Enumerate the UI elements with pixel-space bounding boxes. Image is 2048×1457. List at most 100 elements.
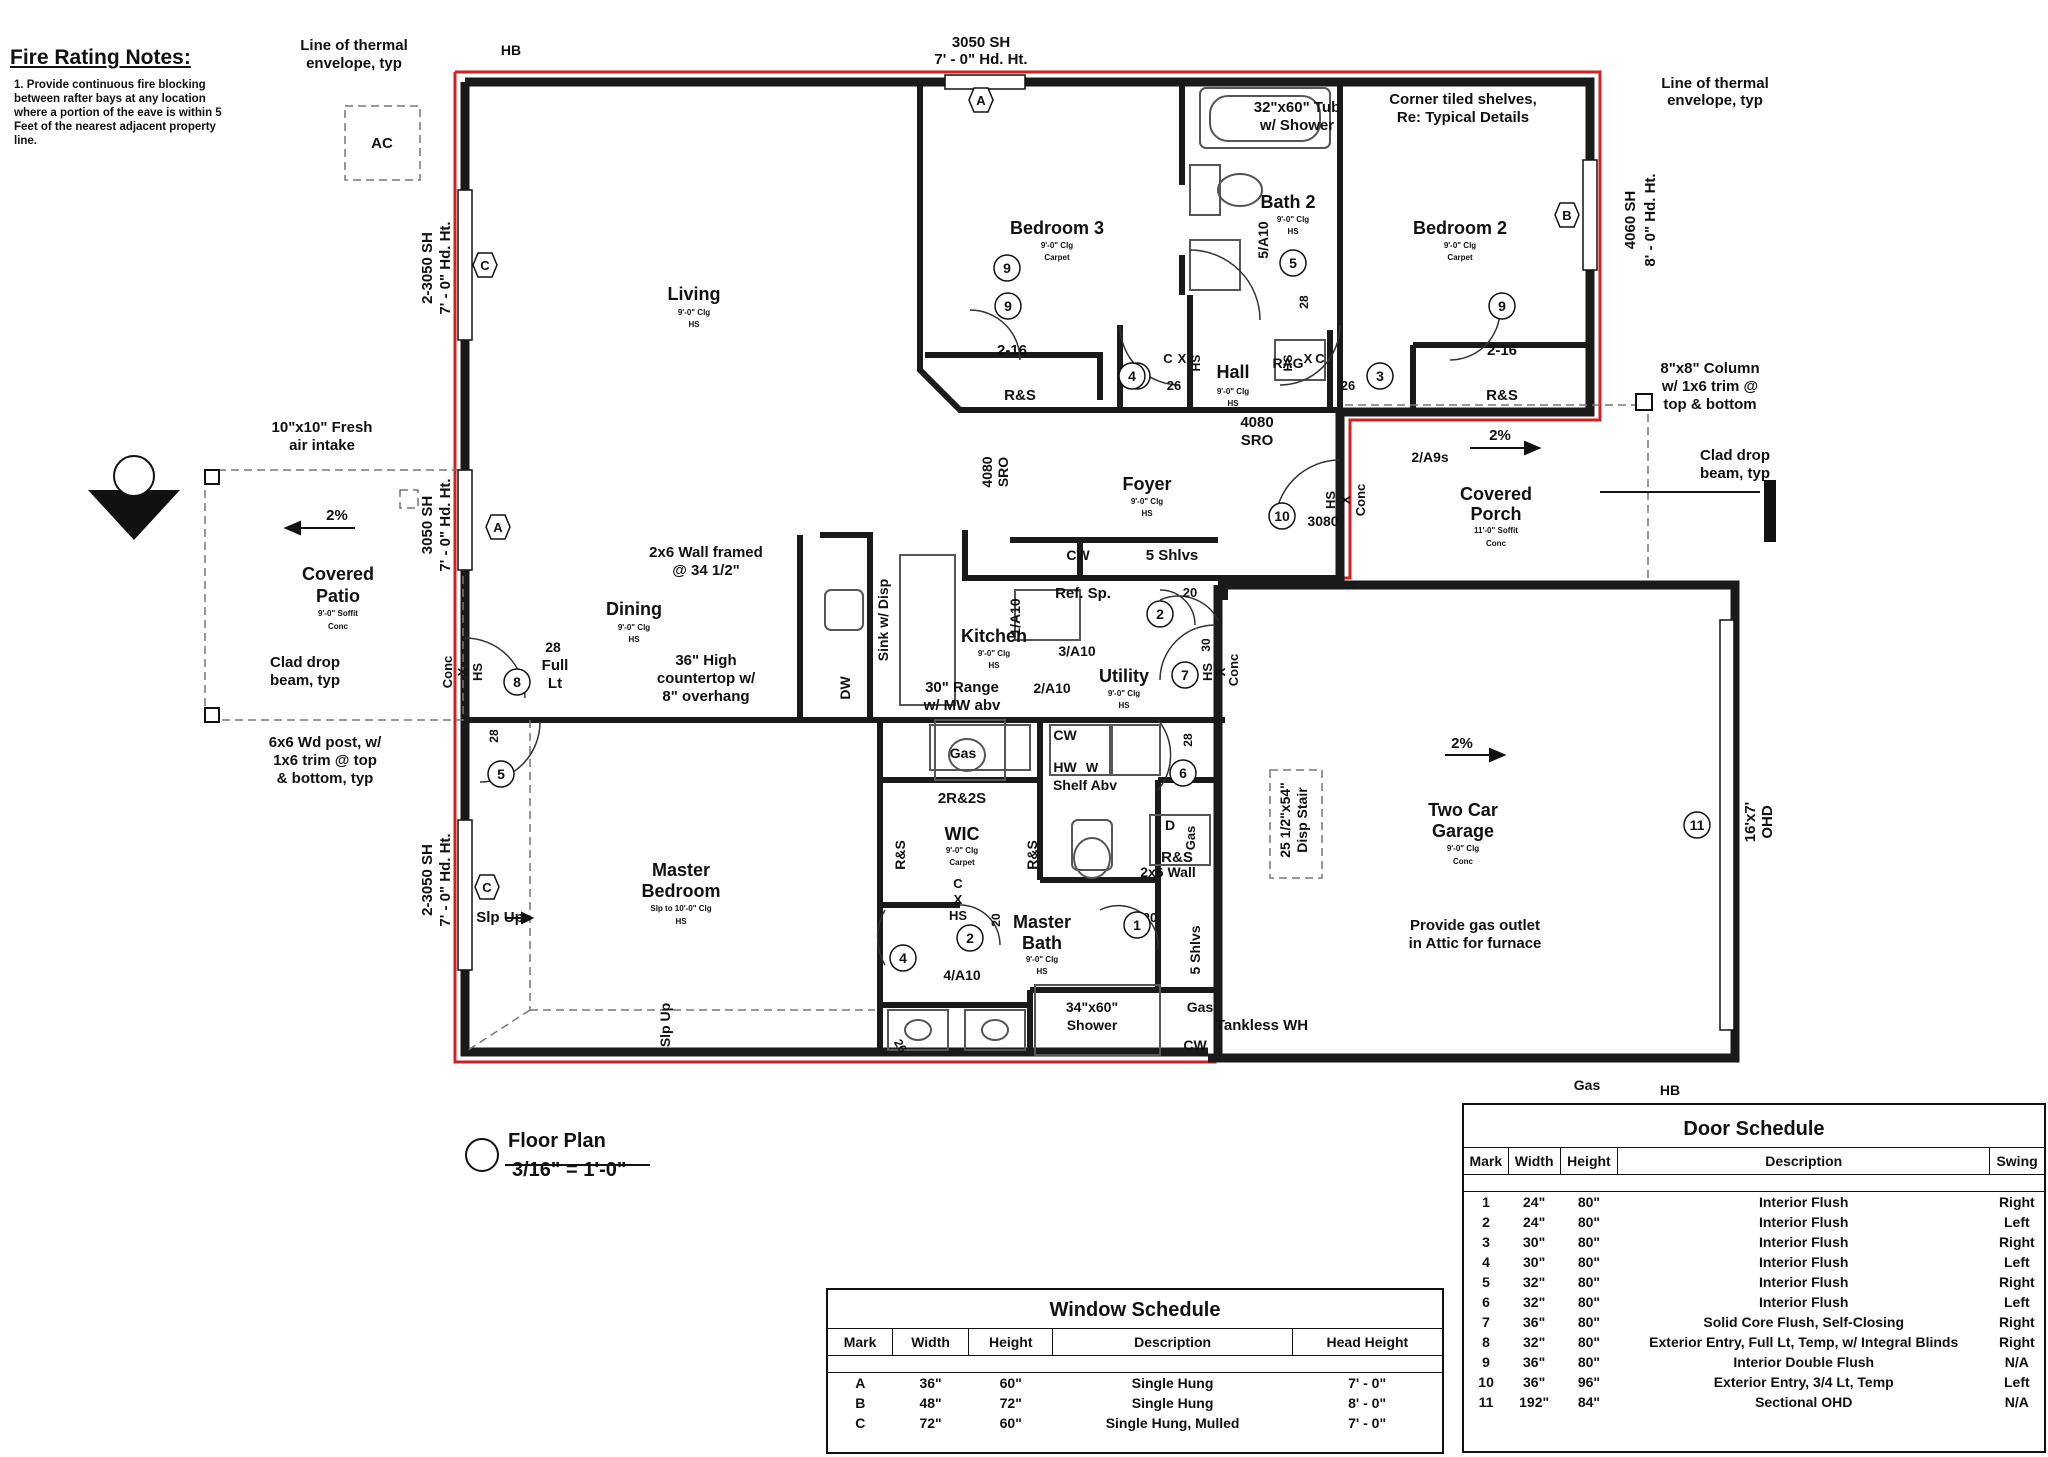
window-mark-letter: A xyxy=(493,520,503,535)
label-annotations-slp-up: Slp Up xyxy=(657,1003,673,1047)
label-annotations-n28: 28 xyxy=(487,729,501,743)
label-annotations-cw: CW xyxy=(1183,1037,1207,1053)
label-annotations-two-16: 2-16 xyxy=(997,342,1027,359)
label-annotations-slope: 2% xyxy=(326,507,348,524)
label-annotations-x: X xyxy=(455,667,470,676)
label-annotations-tankless: Tankless WH xyxy=(1216,1017,1308,1034)
label-annotations-n26: 26 xyxy=(891,1037,910,1056)
window-mark-hex xyxy=(474,874,500,900)
label-rooms-garage-floor: Conc xyxy=(1453,857,1474,866)
fire-notes-heading: Fire Rating Notes: xyxy=(10,46,191,69)
window-schedule-cell: 36" xyxy=(919,1374,942,1391)
label-rooms-bedroom2-name: Bedroom 2 xyxy=(1413,218,1507,238)
door-schedule-cell: 80" xyxy=(1577,1353,1601,1370)
label-rooms-foyer-floor: HS xyxy=(1141,509,1153,518)
label-annotations-counter-1: 36" High xyxy=(675,652,736,669)
door-schedule-cell: 80" xyxy=(1577,1273,1601,1290)
door-mark-2-fridge xyxy=(1146,600,1174,628)
door-schedule-cell: 80" xyxy=(1577,1313,1601,1330)
door-schedule-cell: 84" xyxy=(1577,1393,1601,1410)
label-annotations-tub-2: w/ Shower xyxy=(1259,117,1334,134)
label-annotations-w4080: 4080 xyxy=(979,456,995,487)
label-annotations-slp-up: Slp Up xyxy=(476,909,524,926)
label-annotations-x: X xyxy=(1338,495,1353,504)
door-mark-9 xyxy=(994,292,1022,320)
label-annotations-sro: SRO xyxy=(995,457,1011,487)
label-rooms-dining-name: Dining xyxy=(606,599,662,619)
door-mark-9-bedroom3 xyxy=(993,254,1021,282)
door-mark-10-text: 10 xyxy=(1274,508,1290,524)
door-schedule-cell: 30" xyxy=(1523,1233,1546,1250)
door-schedule-cell: 6 xyxy=(1482,1293,1490,1310)
exterior-walls xyxy=(460,77,1740,1063)
label-rooms-foyer-name: Foyer xyxy=(1122,474,1171,494)
door-mark-3 xyxy=(1366,362,1394,390)
window-schedule-cell: 60" xyxy=(999,1414,1022,1431)
door-mark-8 xyxy=(503,668,531,696)
label-rooms-utility-floor: HS xyxy=(1118,701,1130,710)
door-mark-6-text: 6 xyxy=(1179,765,1187,781)
label-rooms-utility-name: Utility xyxy=(1099,666,1149,686)
label-rooms-utility-ceiling: 9'-0" Clg xyxy=(1108,689,1140,698)
label-annotations-column-2: w/ 1x6 trim @ xyxy=(1661,378,1758,395)
label-annotations-win-mid-1: 3050 SH xyxy=(419,496,436,554)
window-mark-hex xyxy=(968,87,994,113)
door-schedule-cell: 24" xyxy=(1523,1193,1546,1210)
window-schedule-cell: 48" xyxy=(919,1394,942,1411)
label-rooms-wic-ceiling: 9'-0" Clg xyxy=(946,846,978,855)
window-schedule-header-0: Mark xyxy=(828,1328,894,1356)
label-annotations-five-shlvs: 5 Shlvs xyxy=(1187,925,1203,974)
label-annotations-conc: Conc xyxy=(1353,484,1368,517)
door-schedule-cell: 80" xyxy=(1577,1193,1601,1210)
door-mark-5 xyxy=(487,760,515,788)
door-schedule-cell: Interior Flush xyxy=(1758,1193,1849,1210)
label-annotations-hb: HB xyxy=(1660,1082,1680,1098)
label-annotations-ref-2-a10: 2/A10 xyxy=(1033,680,1071,696)
label-rooms-master-bath-name2: Bath xyxy=(1022,933,1062,953)
label-annotations-ref-5-a10: 5/A10 xyxy=(1255,221,1271,259)
door-schedule-cell: 32" xyxy=(1523,1333,1546,1350)
window-mark-hex xyxy=(472,252,498,278)
label-annotations-ohd-2: OHD xyxy=(1759,805,1776,839)
door-schedule-cell: 1 xyxy=(1482,1193,1490,1210)
window-mark-hex xyxy=(485,514,511,540)
door-mark-2-text: 2 xyxy=(966,930,974,946)
door-mark-4-wic-text: 4 xyxy=(899,950,907,966)
label-rooms-bedroom3-floor: Carpet xyxy=(1044,253,1070,262)
label-rooms-bath2-name: Bath 2 xyxy=(1260,192,1315,212)
label-annotations-d3080: 3080 xyxy=(1307,513,1338,529)
label-rooms-master-bedroom-ceiling: Slp to 10'-0" Clg xyxy=(650,904,711,913)
label-annotations-column-3: top & bottom xyxy=(1663,396,1756,413)
label-annotations-win-left-2: 7' - 0" Hd. Ht. xyxy=(437,221,454,314)
window-schedule-cell: B xyxy=(855,1394,866,1411)
door-mark-6 xyxy=(1169,759,1197,787)
door-mark-9-bedroom3-text: 9 xyxy=(1003,260,1011,276)
door-mark-4-wic xyxy=(889,944,917,972)
label-annotations-post-1: 6x6 Wd post, w/ xyxy=(269,734,382,751)
label-annotations-thermal-2: envelope, typ xyxy=(1667,92,1763,109)
label-annotations-ref-2-a9s: 2/A9s xyxy=(1411,449,1449,465)
label-annotations-hs: HS xyxy=(1323,491,1338,509)
label-annotations-full-lt-1: Full xyxy=(542,657,569,674)
door-mark-9-bedroom2 xyxy=(1488,292,1516,320)
label-annotations-hs: HS xyxy=(1189,355,1203,372)
door-schedule-cell: Interior Double Flush xyxy=(1733,1353,1875,1370)
label-annotations-range-1: 30" Range xyxy=(925,679,999,696)
window-schedule-cell: Single Hung xyxy=(1131,1394,1214,1411)
label-annotations-rs: R&S xyxy=(1004,387,1036,404)
door-schedule-cell: Right xyxy=(1998,1233,2035,1250)
door-schedule-cell: 96" xyxy=(1577,1373,1601,1390)
door-mark-4-hall-text: 4 xyxy=(1128,368,1136,384)
window-schedule-title: Window Schedule xyxy=(1049,1299,1221,1321)
window-schedule-header-4: Head Height xyxy=(1292,1328,1442,1356)
label-rooms-kitchen-ceiling: 9'-0" Clg xyxy=(978,649,1010,658)
label-annotations-hs: HS xyxy=(470,663,485,681)
label-annotations-c: C xyxy=(1163,351,1173,366)
window-schedule-cell: 60" xyxy=(999,1374,1022,1391)
label-annotations-shelves-1: Corner tiled shelves, xyxy=(1389,91,1537,108)
